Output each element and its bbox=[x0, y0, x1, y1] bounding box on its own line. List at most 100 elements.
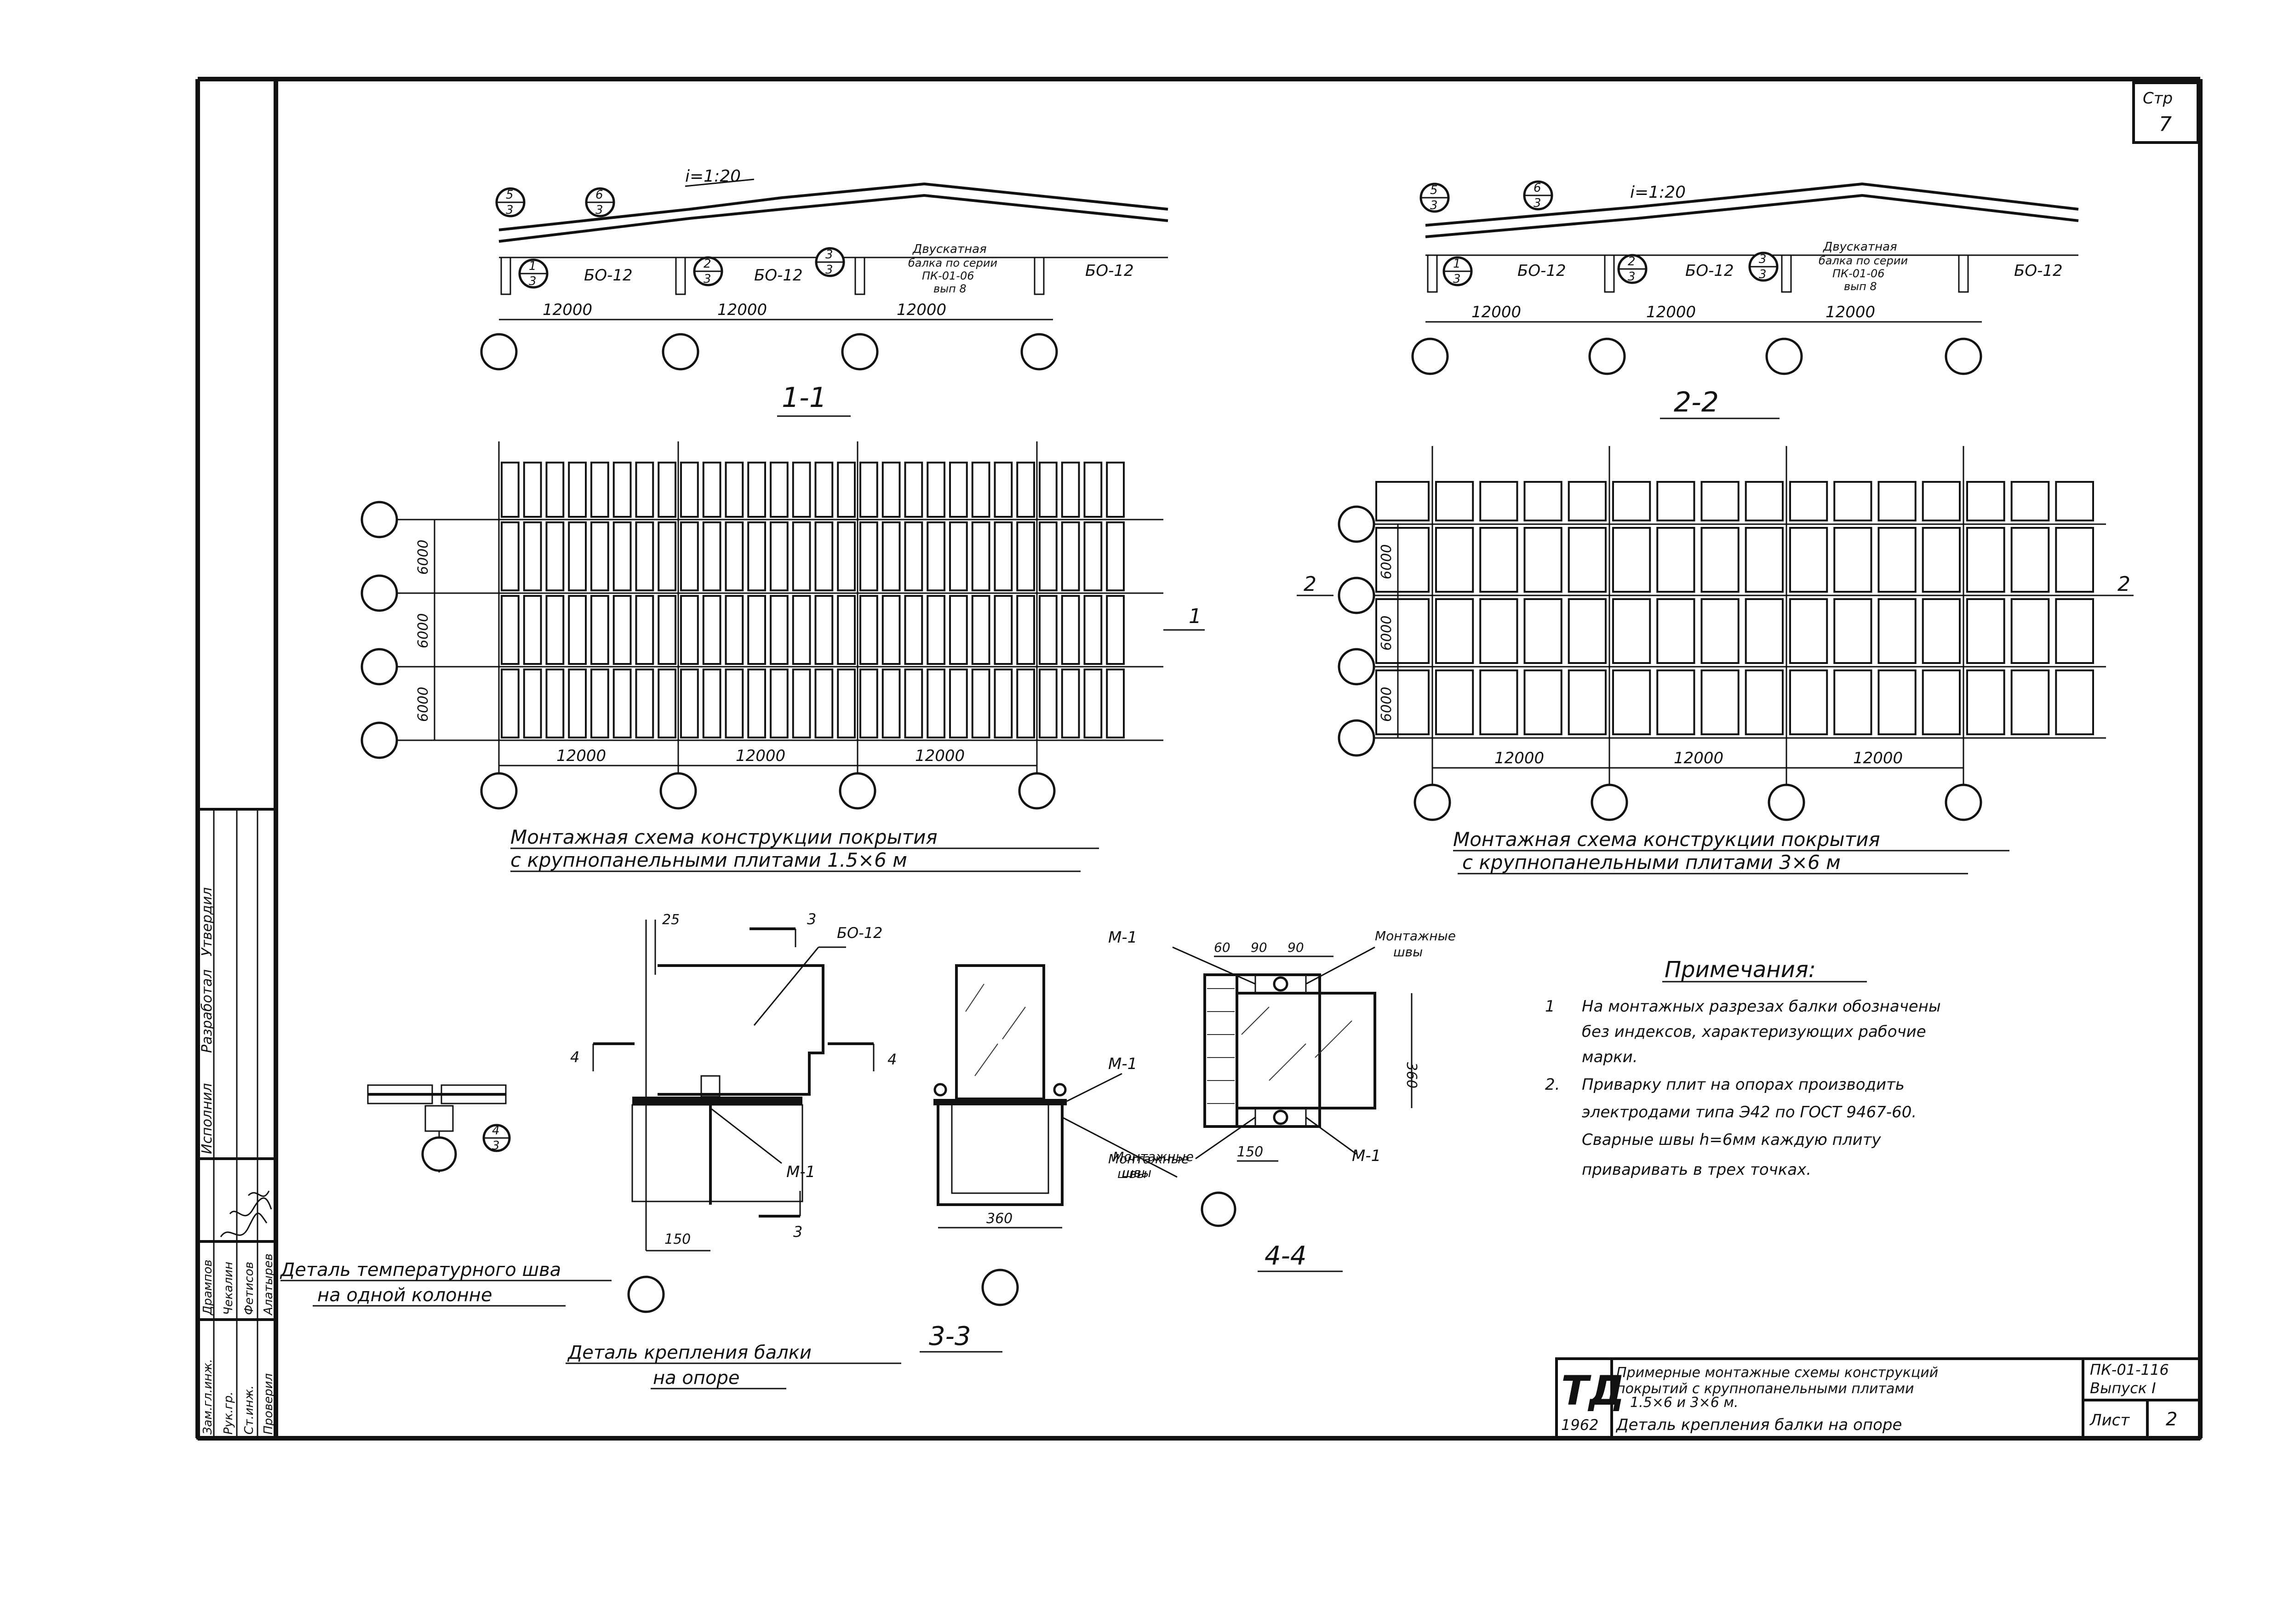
stamp-name: Алатырев bbox=[262, 1253, 275, 1316]
note-line: электродами типа Э42 по ГОСТ 9467-60. bbox=[1582, 1103, 1917, 1121]
svg-text:3: 3 bbox=[1453, 272, 1461, 286]
section-mark: 2 bbox=[2117, 572, 2130, 596]
section-4-4: 60 90 90 Монтажные швы М-1 М-1 Монтажные… bbox=[1108, 928, 1456, 1272]
roof-panel bbox=[702, 462, 721, 518]
axis-marker bbox=[361, 501, 398, 538]
roof-panel bbox=[881, 462, 901, 518]
roof-panel bbox=[927, 669, 945, 738]
roof-panel bbox=[1061, 595, 1080, 665]
svg-text:3: 3 bbox=[595, 203, 603, 217]
roof-panel bbox=[2010, 527, 2050, 593]
svg-text:2: 2 bbox=[1628, 255, 1636, 269]
roof-panel bbox=[747, 595, 766, 665]
axis-marker bbox=[1018, 772, 1056, 810]
part-label: М-1 bbox=[1352, 1147, 1381, 1165]
roof-panel bbox=[837, 521, 856, 591]
panel-grid-3x6 bbox=[1375, 481, 2094, 735]
roof-panel bbox=[2055, 669, 2094, 735]
notes-heading: Примечания: bbox=[1665, 957, 1816, 983]
callout-6-3: 6 3 bbox=[1523, 180, 1553, 211]
roof-panel bbox=[635, 595, 654, 665]
roof-panel bbox=[1833, 481, 1872, 521]
row-dim: 6000 bbox=[415, 613, 431, 648]
roof-panel bbox=[837, 462, 856, 518]
plan-title: Монтажная схема конструкции покрытия bbox=[510, 826, 938, 848]
row-dim: 6000 bbox=[1379, 544, 1395, 579]
roof-panel bbox=[635, 669, 654, 738]
callout-2-3: 2 3 bbox=[1617, 254, 1648, 284]
weld-label: Монтажные bbox=[1113, 1149, 1194, 1164]
roof-panel bbox=[1700, 527, 1740, 593]
roof-panel bbox=[1922, 669, 1961, 735]
col-dim: 12000 bbox=[556, 747, 606, 765]
roof-panel bbox=[1523, 598, 1562, 664]
roof-panel bbox=[1656, 527, 1695, 593]
roof-panel bbox=[1966, 481, 2005, 521]
beam-label: БО-12 bbox=[1517, 262, 1566, 280]
section-title: 4-4 bbox=[1265, 1241, 1306, 1271]
axis-marker bbox=[1411, 337, 1449, 375]
roof-panel bbox=[1656, 481, 1695, 521]
org-logo: ТД bbox=[1561, 1367, 1625, 1414]
roof-panel bbox=[635, 462, 654, 518]
roof-panel bbox=[568, 462, 587, 518]
roof-panel bbox=[612, 669, 632, 738]
roof-panel bbox=[1568, 527, 1607, 593]
side-stamp: Зам.гл.инж. Рук.гр. Ст.инж. Проверил Дра… bbox=[196, 808, 277, 1440]
axis-marker bbox=[1338, 648, 1375, 686]
roof-panel bbox=[927, 595, 945, 665]
axis-marker bbox=[662, 333, 699, 371]
span-dim: 12000 bbox=[543, 301, 592, 319]
detail-subtitle: на одной колонне bbox=[317, 1285, 492, 1306]
section-mark: 4 bbox=[570, 1048, 579, 1066]
span-dim: 12000 bbox=[1646, 303, 1696, 321]
stamp-name: Чекалин bbox=[222, 1262, 235, 1315]
page-number-box: Стр 7 bbox=[2132, 81, 2199, 144]
beam-note-line: Двускатная bbox=[912, 242, 987, 256]
roof-panel bbox=[612, 595, 632, 665]
roof-panel bbox=[971, 521, 990, 591]
note-line: марки. bbox=[1582, 1048, 1638, 1066]
roof-panel bbox=[1375, 669, 1430, 735]
roof-panel bbox=[1745, 481, 1784, 521]
axis-marker bbox=[1765, 337, 1803, 375]
roof-panel bbox=[1789, 527, 1828, 593]
roof-panel bbox=[837, 595, 856, 665]
axis-marker bbox=[1945, 337, 1982, 375]
roof-panel bbox=[1612, 527, 1651, 593]
roof-panel bbox=[1922, 481, 1961, 521]
axis-marker bbox=[839, 772, 876, 810]
section-mark: 1 bbox=[1189, 605, 1202, 628]
axis-marker bbox=[981, 1269, 1019, 1306]
signature bbox=[247, 1190, 270, 1197]
roof-panel bbox=[1833, 669, 1872, 735]
detail-title: Деталь температурного шва bbox=[280, 1259, 561, 1281]
roof-panel bbox=[1700, 669, 1740, 735]
roof-panel bbox=[1435, 598, 1474, 664]
stamp-role: Рук.гр. bbox=[222, 1392, 235, 1435]
sheet-number: 2 bbox=[2166, 1409, 2177, 1430]
roof-panel bbox=[680, 669, 699, 738]
roof-panel bbox=[1966, 527, 2005, 593]
roof-panel bbox=[859, 669, 878, 738]
roof-panel bbox=[1877, 527, 1917, 593]
roof-panel bbox=[545, 669, 565, 738]
roof-panel bbox=[1700, 598, 1740, 664]
roof-panel bbox=[2010, 669, 2050, 735]
roof-panel bbox=[994, 669, 1013, 738]
roof-panel bbox=[971, 595, 990, 665]
roof-panel bbox=[1435, 527, 1474, 593]
column-4 bbox=[1034, 257, 1045, 295]
stamp-vertical-label: Исполнил bbox=[199, 1083, 215, 1154]
roof-panel bbox=[1435, 669, 1474, 735]
plan-left: 6000 6000 6000 12000 12000 12000 1 Монта… bbox=[361, 441, 1205, 872]
roof-panel bbox=[680, 521, 699, 591]
roof-panel bbox=[2055, 481, 2094, 521]
roof-panel bbox=[859, 521, 878, 591]
col-dim: 12000 bbox=[915, 747, 965, 765]
part-label: М-1 bbox=[786, 1163, 815, 1181]
signature bbox=[220, 1212, 268, 1237]
slope-label: i=1:20 bbox=[685, 167, 741, 186]
note-line: Приварку плит на опорах производить bbox=[1582, 1075, 1905, 1094]
svg-text:5: 5 bbox=[506, 188, 514, 202]
